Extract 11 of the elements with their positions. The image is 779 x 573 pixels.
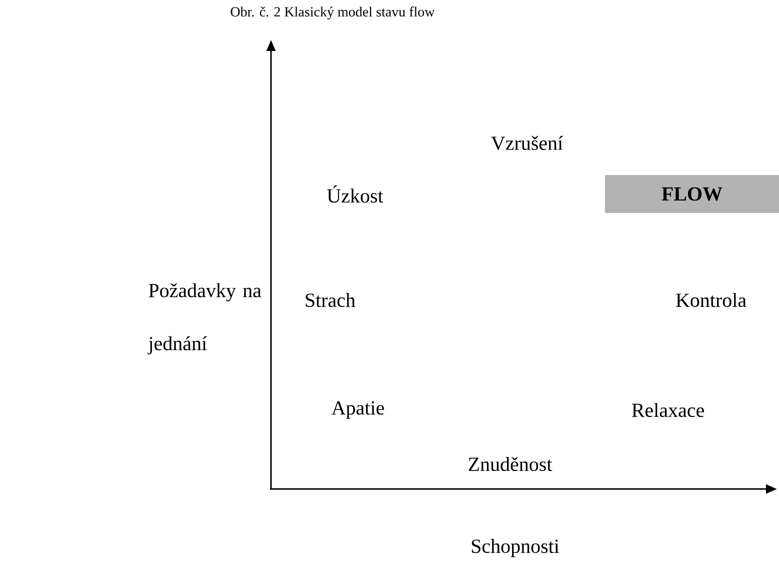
region-label: Strach: [306, 292, 356, 308]
region-label: Apatie: [332, 401, 384, 419]
title: Obr. č. 2 Klasický model stavu flow: [230, 6, 435, 20]
axis-label: Požadavky na jednání: [148, 283, 262, 354]
region-label: Znuděnost: [468, 456, 552, 472]
region-label: Kontrola: [676, 292, 746, 308]
region-label: Úzkost: [327, 185, 384, 203]
region-label: Relaxace: [632, 402, 704, 418]
region-label: Vzrušení: [491, 136, 563, 150]
highlight-box: FLOW: [605, 175, 779, 213]
axis-label: Schopnosti: [472, 538, 560, 558]
